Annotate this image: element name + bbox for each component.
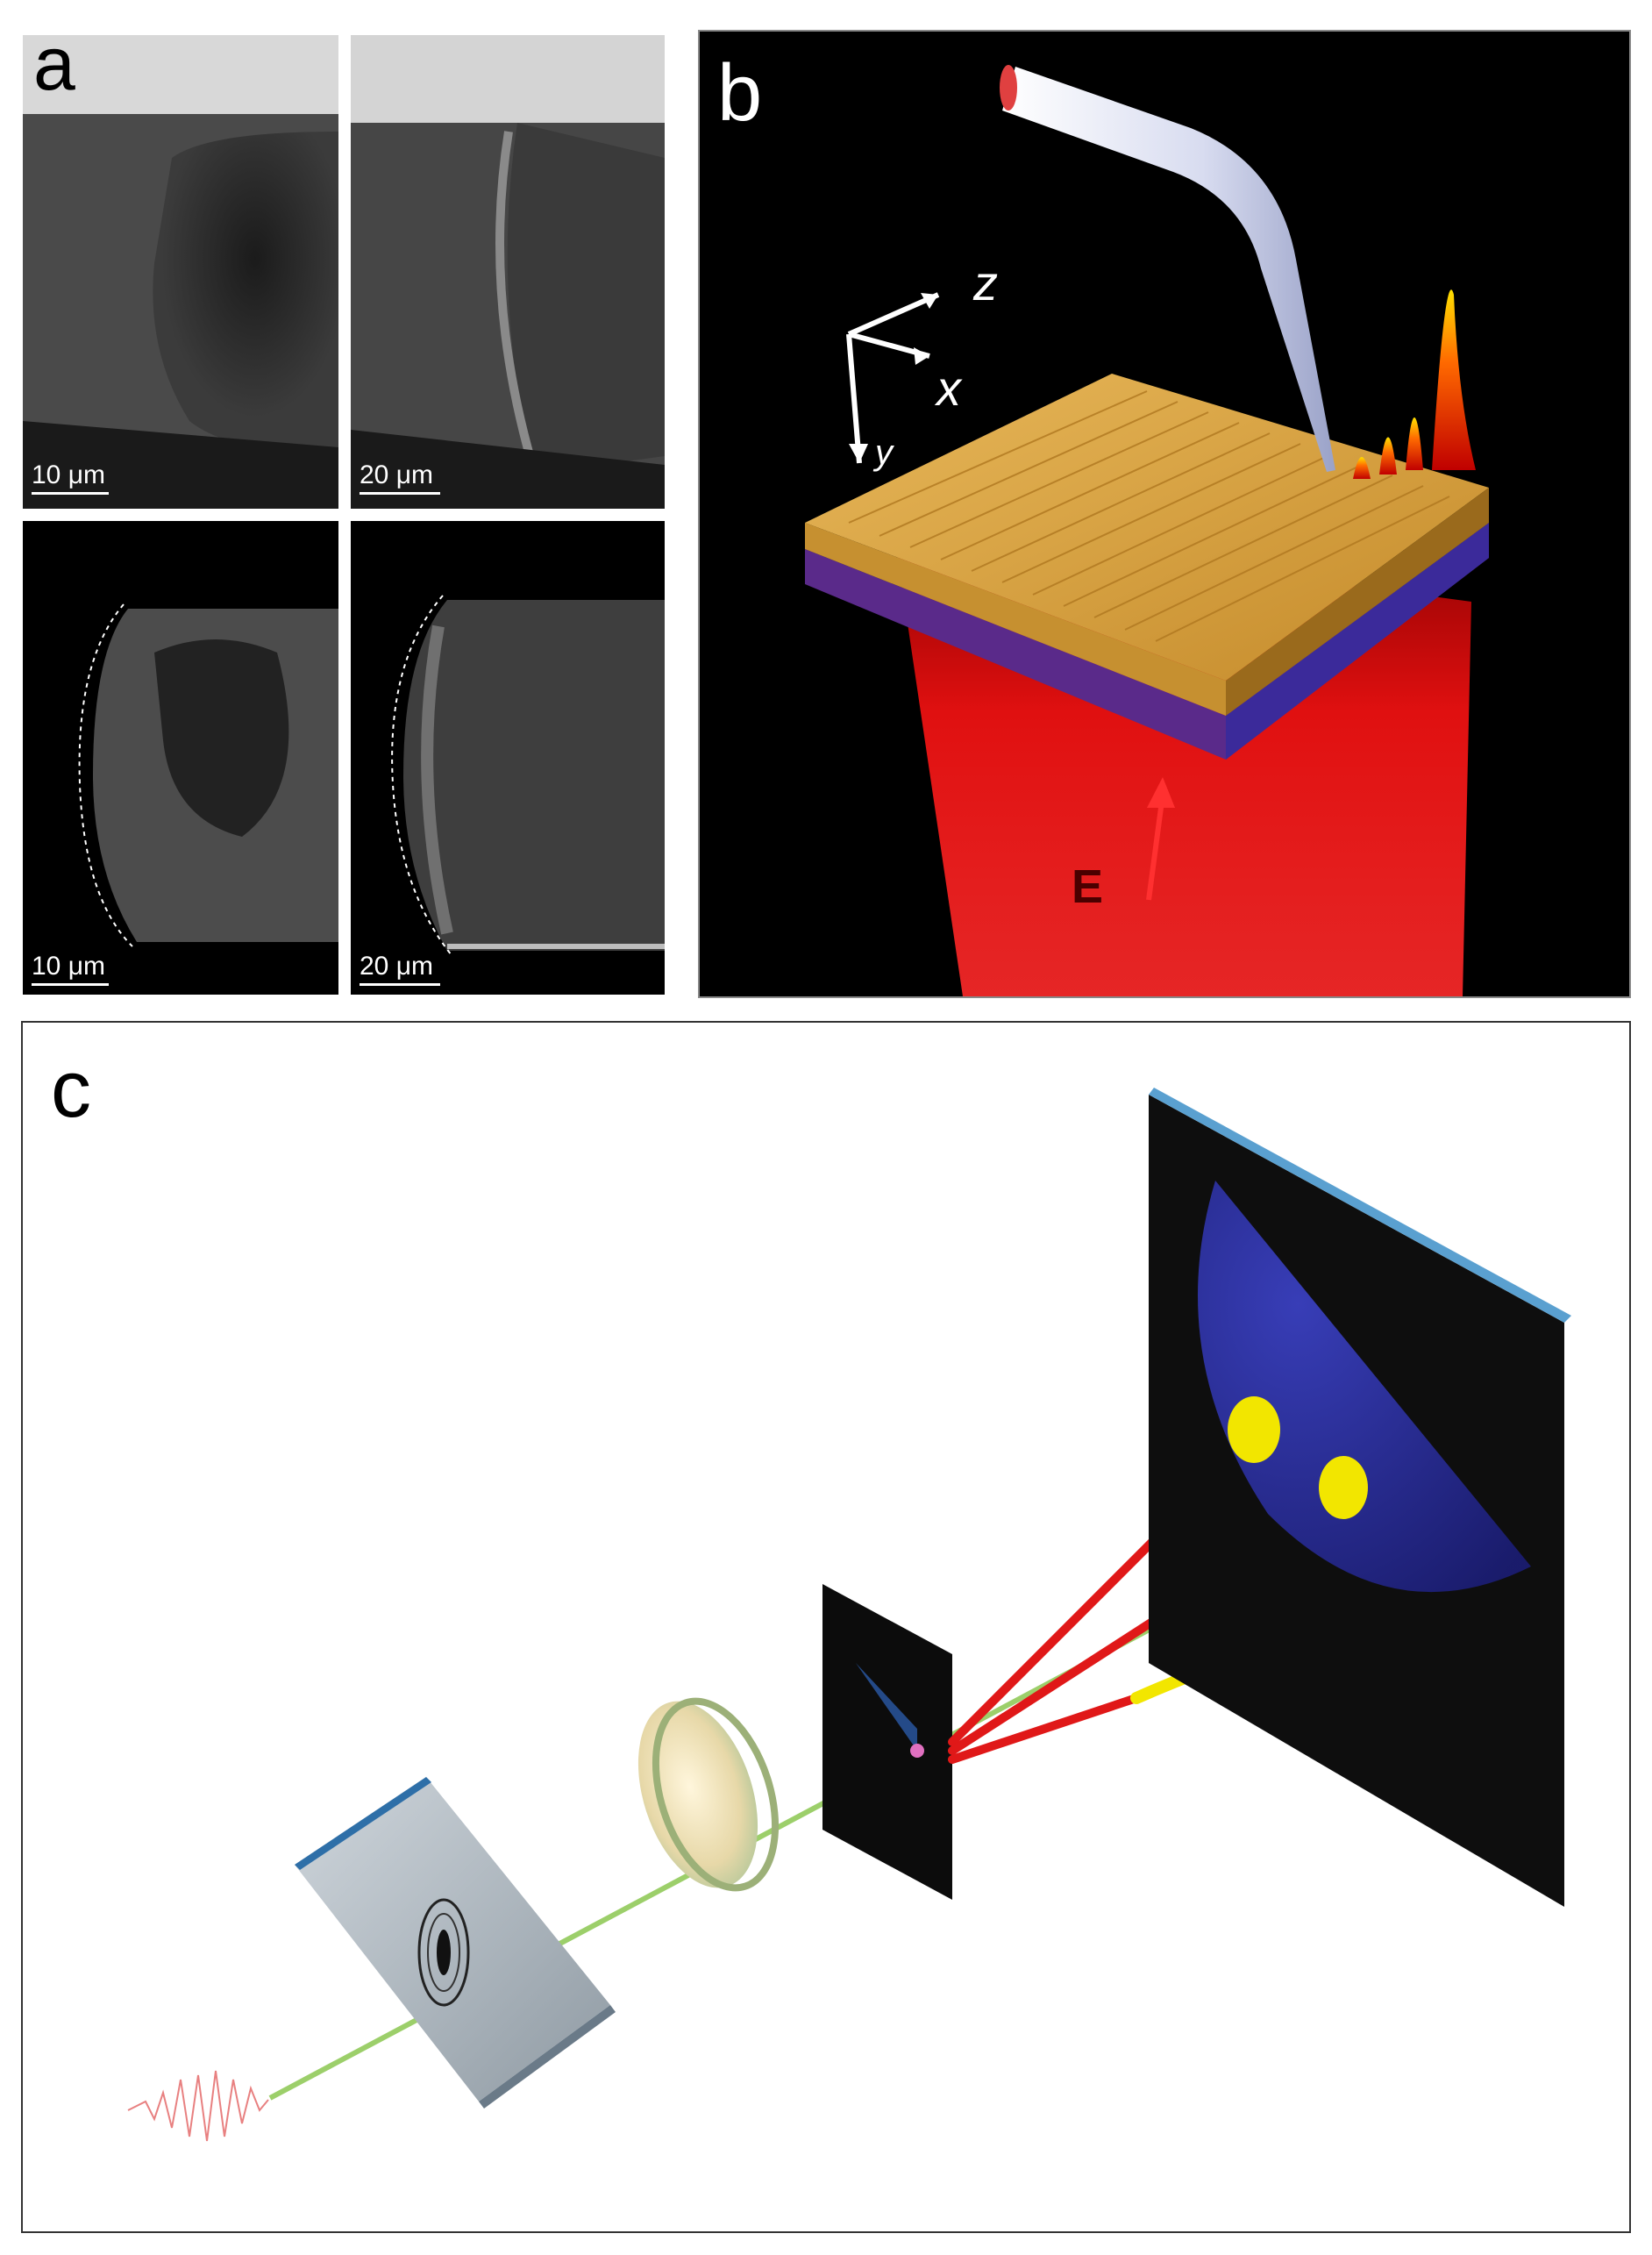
scale-bar-4: 20 μm	[360, 952, 535, 987]
axis-label-z: z	[973, 255, 998, 310]
final-screen	[1149, 1088, 1571, 1907]
sem-image-2-graphic	[351, 35, 665, 509]
scale-bar-1-label: 10 μm	[32, 460, 105, 489]
panel-c-graphic	[127, 1088, 1571, 2142]
field-label-e: E	[1072, 860, 1104, 913]
sem-image-4-graphic	[351, 521, 665, 995]
field-arrow	[1146, 777, 1175, 901]
intermediate-screen	[822, 1584, 952, 1900]
fiber-probe-tip	[1002, 67, 1335, 472]
scale-bar-2-label: 20 μm	[360, 460, 433, 489]
scale-bar-3-label: 10 μm	[32, 952, 105, 981]
near-field-peaks	[1353, 289, 1476, 479]
gold-film	[805, 374, 1489, 681]
slit-grating	[848, 390, 1450, 642]
light-pulse	[127, 2070, 269, 2142]
scale-bar-2: 20 μm	[360, 460, 535, 496]
sem-image-1	[23, 35, 338, 509]
scale-bar-4-label: 20 μm	[360, 952, 433, 981]
panel-c-label: c	[51, 1045, 91, 1134]
panel-b-graphic	[805, 65, 1489, 996]
yellow-spot-2	[1319, 1456, 1368, 1519]
scale-bar-3: 10 μm	[32, 952, 207, 987]
metasurface-plate	[295, 1777, 616, 2109]
coordinate-axes	[846, 292, 940, 464]
scale-bar-1: 10 μm	[32, 460, 207, 496]
panel-b-label: b	[717, 48, 763, 138]
axis-label-x: x	[936, 360, 961, 416]
scale-bar-1-line	[32, 492, 109, 495]
axis-label-y: y	[875, 433, 893, 472]
scale-bar-2-line	[360, 492, 440, 495]
yellow-spot-1	[1228, 1396, 1280, 1463]
sem-image-4	[351, 521, 665, 995]
sem-image-2	[351, 35, 665, 509]
sem-image-3-graphic	[23, 521, 338, 995]
panel-a-label: a	[33, 22, 75, 106]
lens	[637, 1697, 780, 1892]
scale-bar-4-line	[360, 983, 440, 986]
sem-image-1-graphic	[23, 35, 338, 509]
scale-bar-3-line	[32, 983, 109, 986]
sem-image-3	[23, 521, 338, 995]
